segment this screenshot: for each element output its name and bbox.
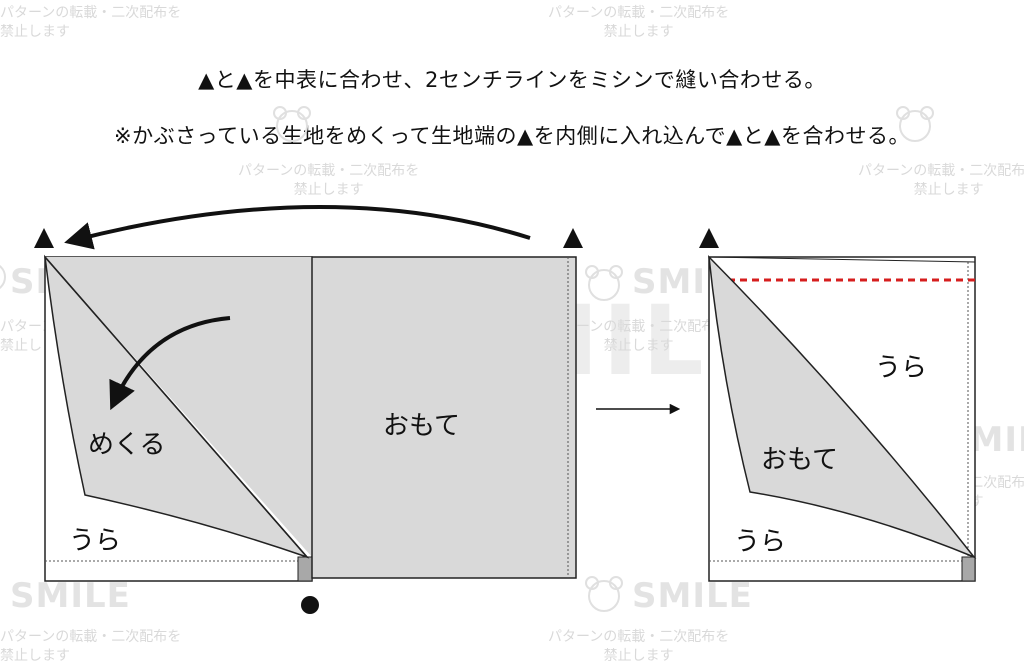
watermark-notice: パターンの転載・二次配布を 禁止します [0, 4, 181, 42]
flip-arrow [109, 316, 231, 411]
watermark-notice-line2: 禁止します [293, 182, 364, 198]
watermark-notice: パターンの転載・二次配布を 禁止します [548, 4, 729, 42]
result-front-piece [708, 254, 977, 559]
watermark-notice-line1: パターンの転載・二次配布を [0, 5, 182, 21]
label-flap: めくる [88, 430, 166, 460]
result-corner-strip [961, 556, 976, 582]
watermark-notice-line2: 禁止します [603, 24, 674, 40]
watermark-notice-line2: 禁止します [0, 24, 70, 40]
label-left-back: うら [69, 526, 122, 556]
marker-dot-icon [301, 596, 319, 614]
instruction-line-2: ※かぶさっている生地をめくって生地端の▲を内側に入れ込んで▲と▲を合わせる。 [114, 124, 910, 148]
left-back-gray-area [45, 257, 312, 557]
left-diagram [34, 205, 583, 614]
watermark-notice-line1: パターンの転載・二次配布を [858, 163, 1024, 179]
move-arrow [64, 205, 531, 250]
marker-triangle-icon [34, 228, 54, 248]
watermark-notice-line1: パターンの転載・二次配布を [548, 319, 730, 335]
watermark-notice-line2: 禁止します [603, 648, 674, 664]
marker-triangle-icon [699, 228, 719, 248]
watermark-notice-line2: 禁止します [913, 182, 984, 198]
label-right-front: おもて [761, 445, 838, 475]
watermark-logo: SMILE [10, 576, 131, 616]
watermark-notice-line1: パターンの転載・二次配布を [548, 629, 730, 645]
watermark-notice: パターンの転載・二次配布を 禁止します [238, 162, 419, 200]
result-top-edge [708, 256, 976, 263]
label-right-back-bottom: うら [734, 527, 787, 557]
watermark-notice: パターンの転載・二次配布を 禁止します [548, 628, 729, 666]
instruction-line-1: ▲と▲を中表に合わせ、2センチラインをミシンで縫い合わせる。 [198, 68, 826, 92]
watermark-notice: パターンの転載・二次配布を 禁止します [0, 628, 181, 666]
right-diagram [699, 228, 977, 582]
watermark-notice: パターンの転載・二次配布を 禁止します [548, 318, 729, 356]
watermark-notice: パターンの転載・二次配布を 禁止します [858, 162, 1024, 200]
right-front-panel [311, 256, 577, 579]
watermark-logo: SMILE [632, 576, 753, 616]
fold-diagonal [44, 256, 308, 558]
label-left-front: おもて [383, 411, 460, 441]
marker-triangle-icon [563, 228, 583, 248]
watermark-notice-line2: 禁止します [0, 648, 70, 664]
watermark-notice-line1: パターンの転載・二次配布を [238, 163, 420, 179]
watermark-notice-line2: 禁止します [603, 338, 674, 354]
left-corner-strip [297, 556, 313, 582]
watermark-notice-line1: パターンの転載・二次配布を [548, 5, 730, 21]
watermark-notice-line1: パターンの転載・二次配布を [0, 629, 182, 645]
label-right-back-top: うら [875, 353, 928, 383]
